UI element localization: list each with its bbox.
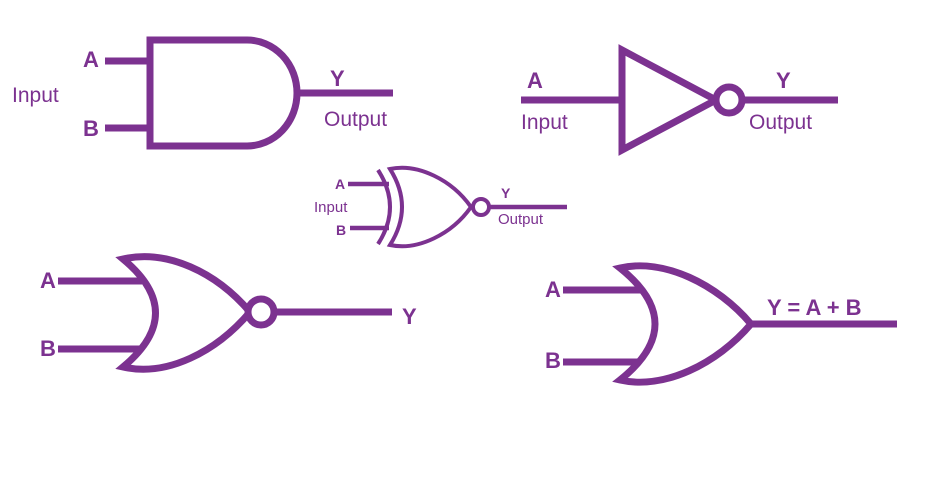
and-input-a-label: A — [83, 47, 99, 72]
not-output-caption: Output — [749, 111, 812, 134]
xnor-output-label: Y — [501, 185, 511, 201]
nor-input-a-label: A — [40, 268, 56, 293]
nor-input-b-label: B — [40, 336, 56, 361]
xnor-input-a-label: A — [335, 176, 345, 192]
and-output-label: Y — [330, 66, 345, 91]
nor-gate-body — [115, 253, 255, 373]
xnor-gate: A Input B Y Output — [314, 165, 567, 249]
or-gate: A B Y = A + B — [545, 262, 897, 386]
xnor-input-b-label: B — [336, 222, 346, 238]
not-inputs-caption: Input — [521, 111, 568, 134]
or-output-expression: Y = A + B — [767, 295, 862, 320]
not-output-label: Y — [776, 68, 791, 93]
nor-output-label: Y — [402, 304, 417, 329]
xnor-output-caption: Output — [498, 211, 544, 228]
or-gate-body — [612, 262, 756, 386]
xnor-inputs-caption: Input — [314, 199, 348, 216]
nor-gate: A B Y — [40, 253, 417, 373]
not-inversion-bubble — [712, 83, 746, 117]
not-gate: A Input Y Output — [521, 44, 838, 156]
not-input-a-label: A — [527, 68, 543, 93]
and-inputs-caption: Input — [12, 84, 59, 107]
and-gate: A B Input Y Output — [12, 36, 393, 150]
and-gate-body — [146, 36, 301, 150]
nor-inversion-bubble — [244, 295, 278, 329]
xnor-gate-body — [386, 165, 474, 249]
xnor-xor-curve — [376, 168, 392, 246]
or-input-a-label: A — [545, 277, 561, 302]
and-input-b-label: B — [83, 116, 99, 141]
xnor-inversion-bubble — [471, 197, 491, 217]
not-gate-body — [618, 44, 724, 156]
and-output-caption: Output — [324, 108, 387, 131]
or-input-b-label: B — [545, 348, 561, 373]
